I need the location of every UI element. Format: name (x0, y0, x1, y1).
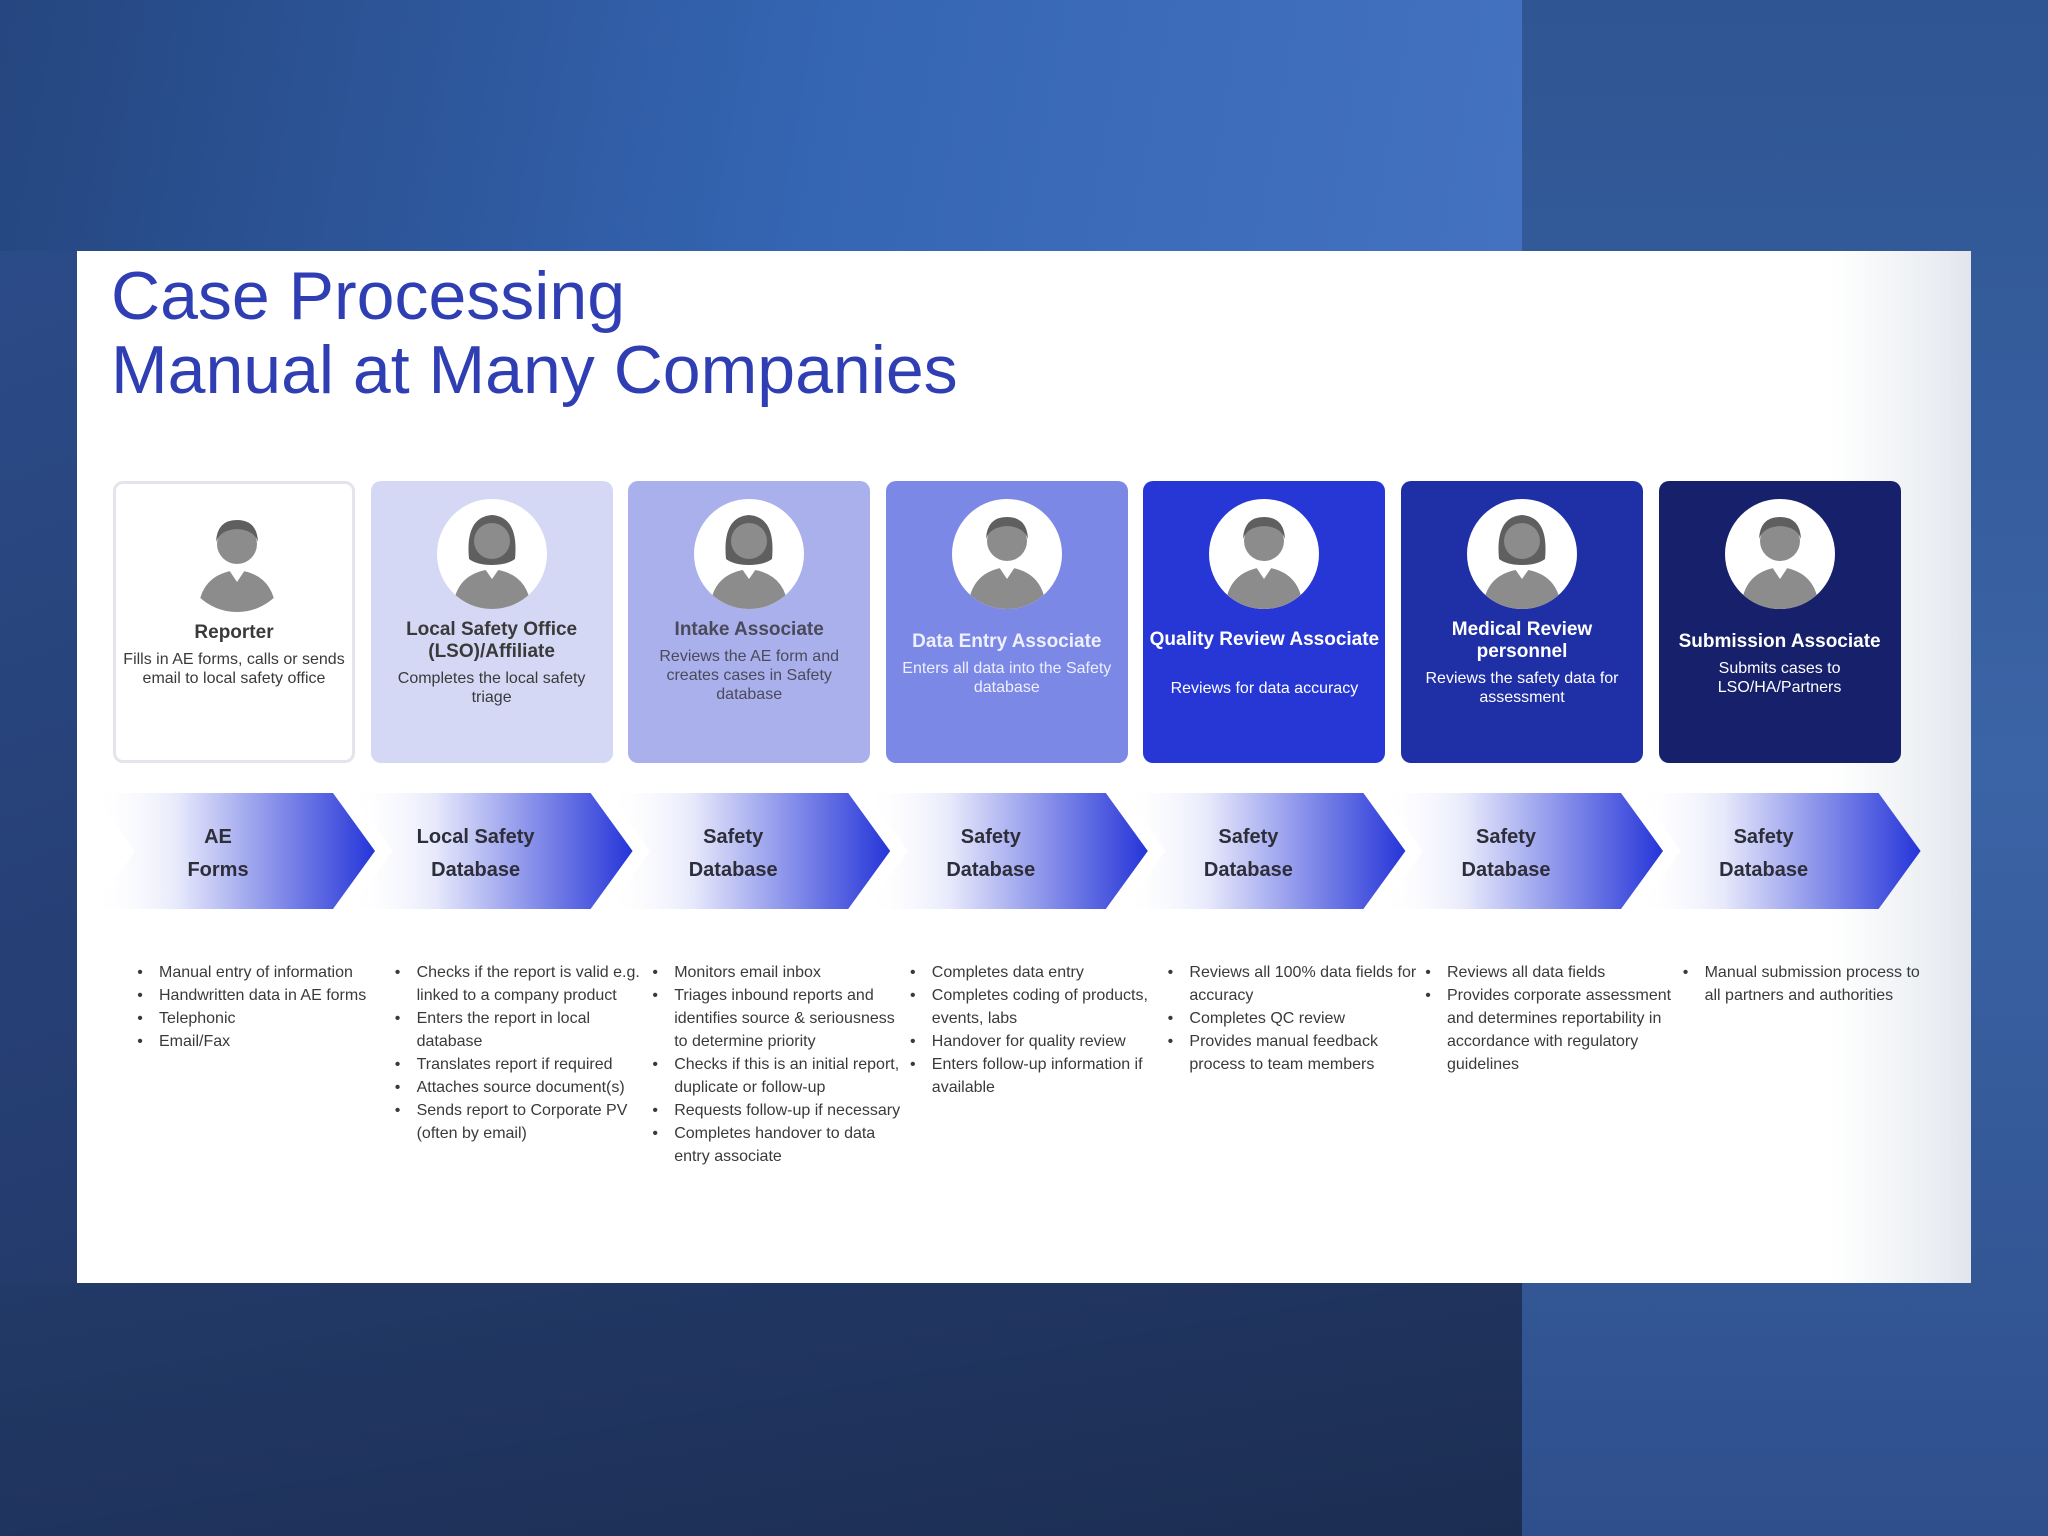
role-card-description: Fills in AE forms, calls or sends email … (123, 651, 345, 687)
role-card-description: Reviews for data accuracy (1170, 680, 1359, 697)
chevron-label-line1: Safety (1218, 826, 1279, 848)
role-card-description: Reviews the AE form and creates cases in… (659, 648, 839, 703)
chevron-arrow (1638, 793, 1921, 909)
bullet-item: Email/Fax (133, 1030, 387, 1053)
role-card-title: Submission Associate (1678, 631, 1881, 652)
decorative-wave (1831, 251, 1971, 1283)
chevron-arrow (608, 793, 891, 909)
bullet-item: Enters follow-up information if availabl… (906, 1053, 1160, 1099)
role-card-title: Medical Review personnel (1451, 619, 1593, 662)
background-top-band (0, 0, 1522, 251)
role-card-title: Intake Associate (674, 619, 824, 640)
role-card-description: Reviews the safety data for assessment (1425, 670, 1619, 706)
bullet-item: Reviews all 100% data fields for accurac… (1163, 961, 1417, 1007)
bullet-list: Manual submission process to all partner… (1679, 961, 1933, 1007)
role-card-title: Reporter (194, 622, 274, 643)
chevron-arrow (1123, 793, 1406, 909)
process-chevrons (93, 793, 1921, 909)
bullet-item: Handwritten data in AE forms (133, 984, 387, 1007)
chevron-label-line1: Safety (1475, 826, 1537, 848)
role-card-title: Quality Review Associate (1149, 629, 1380, 650)
role-card-title: Data Entry Associate (912, 631, 1102, 652)
bullet-item: Sends report to Corporate PV (often by e… (391, 1099, 645, 1145)
role-card-description: Enters all data into the Safety database (902, 660, 1112, 696)
chevron-arrow (865, 793, 1148, 909)
chevron-label-line2: Database (431, 859, 521, 881)
female-user-icon (436, 499, 547, 609)
chevron-label-line1: Local Safety (416, 826, 535, 848)
female-user-icon (694, 499, 805, 609)
male-user-icon (1209, 499, 1320, 609)
chevron-label-line1: Safety (703, 826, 764, 848)
bullet-item: Completes coding of products, events, la… (906, 984, 1160, 1030)
bullet-item: Completes QC review (1163, 1007, 1417, 1030)
role-card-description: Completes the local safety triage (397, 670, 586, 706)
chevron-label-line1: Safety (960, 826, 1021, 848)
bullet-list: Manual entry of informationHandwritten d… (133, 961, 387, 1053)
bullet-item: Enters the report in local database (391, 1007, 645, 1053)
slide-title: Case Processing Manual at Many Companies (111, 259, 958, 407)
bullet-item: Attaches source document(s) (391, 1076, 645, 1099)
bullet-list: Completes data entryCompletes coding of … (906, 961, 1160, 1099)
bullet-item: Reviews all data fields (1421, 961, 1675, 984)
bullet-item: Completes handover to data entry associa… (648, 1122, 902, 1168)
bullet-item: Triages inbound reports and identifies s… (648, 984, 902, 1053)
chevron-arrow (1381, 793, 1663, 909)
role-card-description: Submits cases to LSO/HA/Partners (1717, 660, 1842, 696)
bullet-item: Requests follow-up if necessary (648, 1099, 902, 1122)
bullet-item: Handover for quality review (906, 1030, 1160, 1053)
bullet-list: Reviews all data fieldsProvides corporat… (1421, 961, 1675, 1076)
bullet-item: Manual submission process to all partner… (1679, 961, 1933, 1007)
chevron-label-line1: Safety (1733, 826, 1794, 848)
male-user-icon (182, 502, 292, 612)
chevron-label-line1: AE (204, 826, 232, 848)
bullet-list: Checks if the report is valid e.g. linke… (391, 961, 645, 1145)
male-user-icon (951, 499, 1062, 609)
bullet-item: Checks if the report is valid e.g. linke… (391, 961, 645, 1007)
bullet-item: Completes data entry (906, 961, 1160, 984)
bullet-item: Provides manual feedback process to team… (1163, 1030, 1417, 1076)
chevron-arrow (93, 793, 375, 909)
chevron-label-line2: Database (1461, 859, 1551, 881)
slide-title-line1: Case Processing (111, 258, 626, 334)
chevron-label-line2: Database (946, 859, 1036, 881)
female-user-icon (1467, 499, 1577, 609)
bullet-item: Provides corporate assessment and determ… (1421, 984, 1675, 1076)
bullet-list: Monitors email inboxTriages inbound repo… (648, 961, 902, 1168)
bullet-list: Reviews all 100% data fields for accurac… (1163, 961, 1417, 1076)
slide-title-line2: Manual at Many Companies (111, 332, 958, 408)
slide: Case Processing Manual at Many Companies… (77, 251, 1971, 1283)
role-card-title: Local Safety Office (LSO)/Affiliate (406, 619, 578, 662)
bullet-item: Translates report if required (391, 1053, 645, 1076)
chevron-label-line2: Database (688, 859, 778, 881)
bullet-item: Monitors email inbox (648, 961, 902, 984)
chevron-label-line2: Forms (187, 859, 249, 881)
chevron-arrow (350, 793, 633, 909)
chevron-label-line2: Database (1719, 859, 1809, 881)
chevron-label-line2: Database (1203, 859, 1293, 881)
bullet-item: Checks if this is an initial report, dup… (648, 1053, 902, 1099)
bullet-item: Manual entry of information (133, 961, 387, 984)
chevron-label: AE Forms (133, 821, 303, 887)
bullet-item: Telephonic (133, 1007, 387, 1030)
male-user-icon (1724, 499, 1835, 609)
background-bottom-band (0, 1283, 1522, 1536)
